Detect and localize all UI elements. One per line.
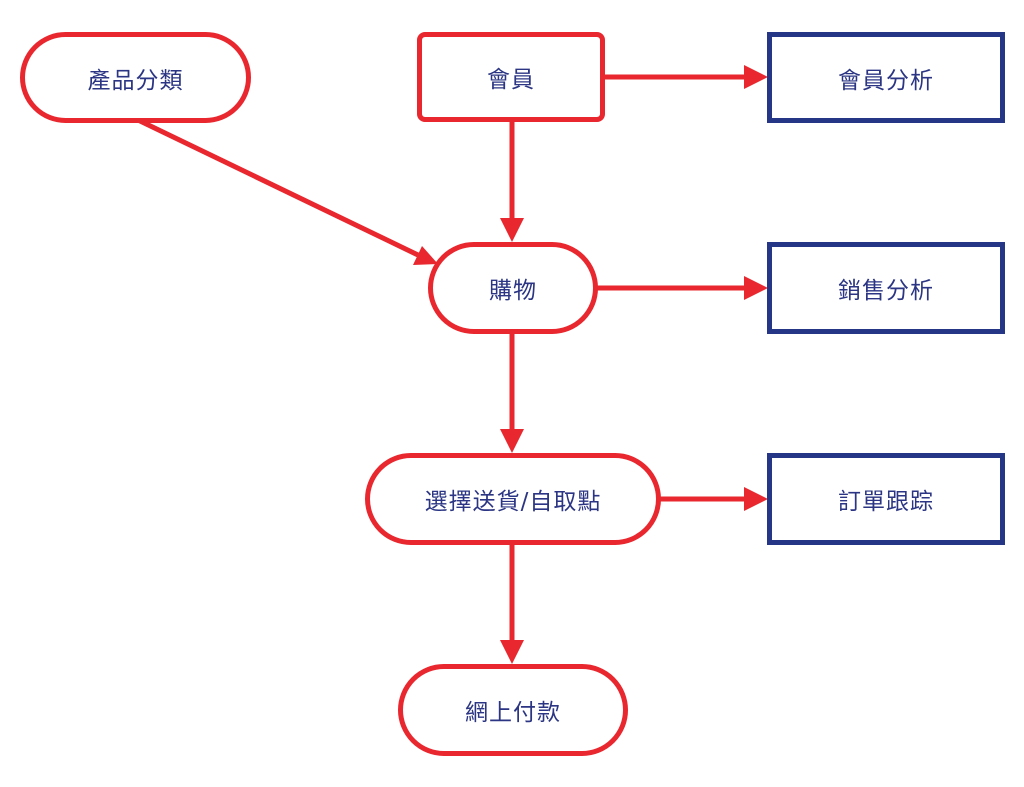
arrow-category-to-shopping: [136, 117, 420, 258]
arrowhead-order-tracking: [744, 487, 768, 511]
arrowhead-sales-analysis: [744, 276, 768, 300]
arrowhead-member-analysis: [744, 65, 768, 89]
arrowhead-category-to-shopping: [413, 246, 438, 265]
node-delivery-pickup: 選擇送貨/自取點: [365, 453, 661, 545]
node-member: 會員: [417, 32, 605, 122]
arrowhead-shopping-to-delivery: [500, 429, 524, 453]
node-sales-analysis: 銷售分析: [767, 242, 1005, 334]
node-shopping: 購物: [428, 242, 598, 334]
arrowhead-payment: [500, 640, 524, 664]
node-order-tracking: 訂單跟踪: [767, 453, 1005, 545]
arrowhead-member-to-shopping: [500, 218, 524, 242]
node-member-analysis: 會員分析: [767, 32, 1005, 123]
node-product-category: 產品分類: [20, 32, 251, 123]
node-online-payment: 網上付款: [398, 664, 628, 756]
